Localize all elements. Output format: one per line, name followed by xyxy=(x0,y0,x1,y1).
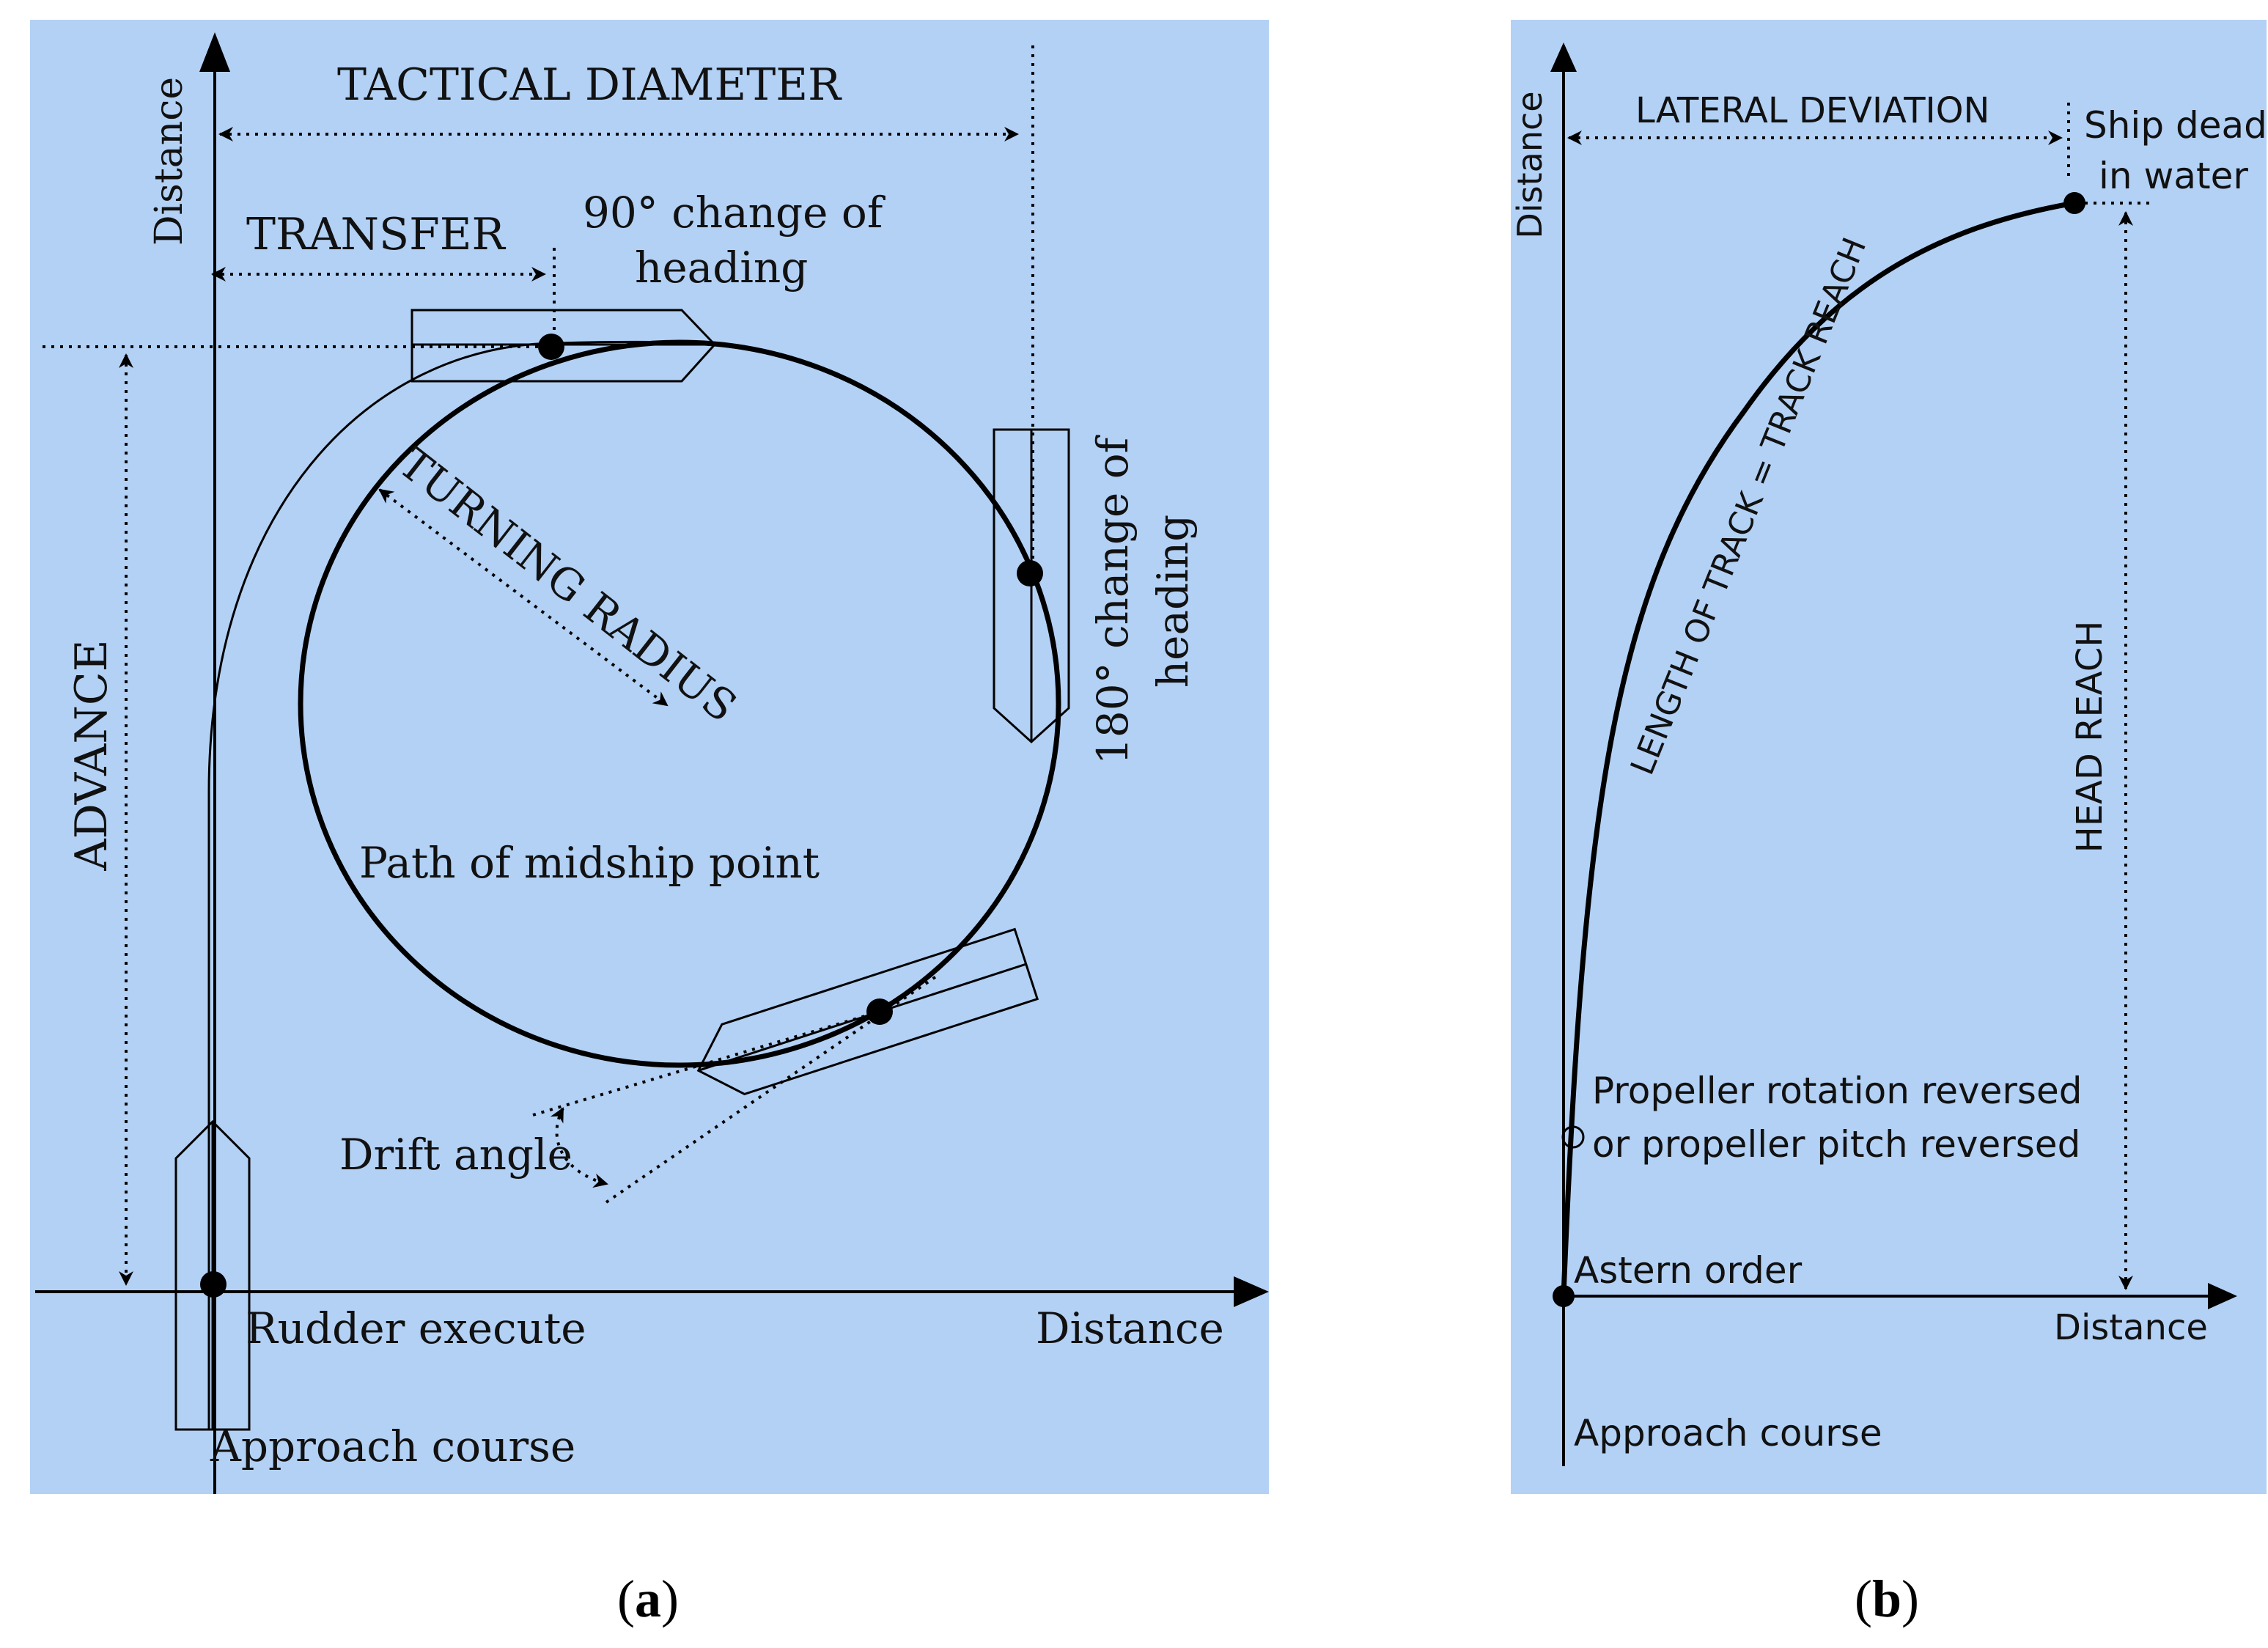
tactical-diameter-label: TACTICAL DIAMETER xyxy=(337,59,842,111)
ship-dead-line1: Ship dead xyxy=(2084,104,2267,147)
propeller-line1: Propeller rotation reversed xyxy=(1592,1070,2082,1112)
panel-a: Distance Distance TACTICAL DIAMETER TRAN… xyxy=(30,20,1269,1628)
head-reach-label: HEAD REACH xyxy=(2069,621,2110,853)
panel-b-approach-course-label: Approach course xyxy=(1574,1412,1882,1454)
midship-point-180 xyxy=(1017,560,1043,586)
change-90-line2: heading xyxy=(635,243,808,293)
propeller-line2: or propeller pitch reversed xyxy=(1592,1123,2080,1166)
astern-order-point xyxy=(1553,1285,1575,1307)
panel-b: Distance Distance LATERAL DEVIATION Ship… xyxy=(1510,20,2267,1628)
panel-b-background xyxy=(1511,20,2267,1494)
panel-a-y-axis-arrowhead xyxy=(199,32,230,72)
drift-angle-arc xyxy=(550,1107,608,1188)
panel-a-approach-course-label: Approach course xyxy=(210,1421,575,1471)
path-of-midship-label: Path of midship point xyxy=(359,838,820,888)
panel-a-caption: (a) xyxy=(617,1570,679,1628)
turning-radius-arrow xyxy=(378,488,669,707)
midship-point-90 xyxy=(538,334,564,360)
panel-b-x-axis-arrowhead xyxy=(2208,1283,2237,1309)
panel-b-x-axis-label: Distance xyxy=(2054,1307,2208,1348)
track-reach-curve xyxy=(1561,200,2075,1297)
panel-b-y-axis-label: Distance xyxy=(1510,91,1550,238)
advance-label: ADVANCE xyxy=(66,639,117,871)
ship-dead-point xyxy=(2063,192,2085,214)
rudder-execute-label: Rudder execute xyxy=(246,1303,586,1353)
panel-a-x-axis-arrowhead xyxy=(1234,1276,1269,1307)
drift-angle-label: Drift angle xyxy=(339,1130,572,1180)
ship-dead-line2: in water xyxy=(2099,155,2248,197)
panel-b-y-axis-arrowhead xyxy=(1550,43,1577,72)
transfer-label: TRANSFER xyxy=(246,209,507,260)
propeller-reversed-point xyxy=(1561,1125,1585,1149)
rudder-execute-point xyxy=(200,1271,227,1298)
change-90-line1: 90° change of xyxy=(583,188,886,238)
panel-a-y-axis-label: Distance xyxy=(147,77,191,246)
panel-b-caption: (b) xyxy=(1855,1570,1919,1628)
change-180-line1: 180° change of xyxy=(1088,435,1138,765)
lateral-deviation-label: LATERAL DEVIATION xyxy=(1635,90,1989,131)
astern-order-label: Astern order xyxy=(1574,1249,1803,1292)
change-180-line2: heading xyxy=(1148,515,1198,688)
midship-point-drift xyxy=(866,998,893,1025)
panel-a-background xyxy=(30,20,1269,1494)
panel-a-x-axis-label: Distance xyxy=(1036,1303,1224,1353)
drift-heading-line xyxy=(532,1010,880,1117)
approach-turn-curve xyxy=(207,340,680,1430)
